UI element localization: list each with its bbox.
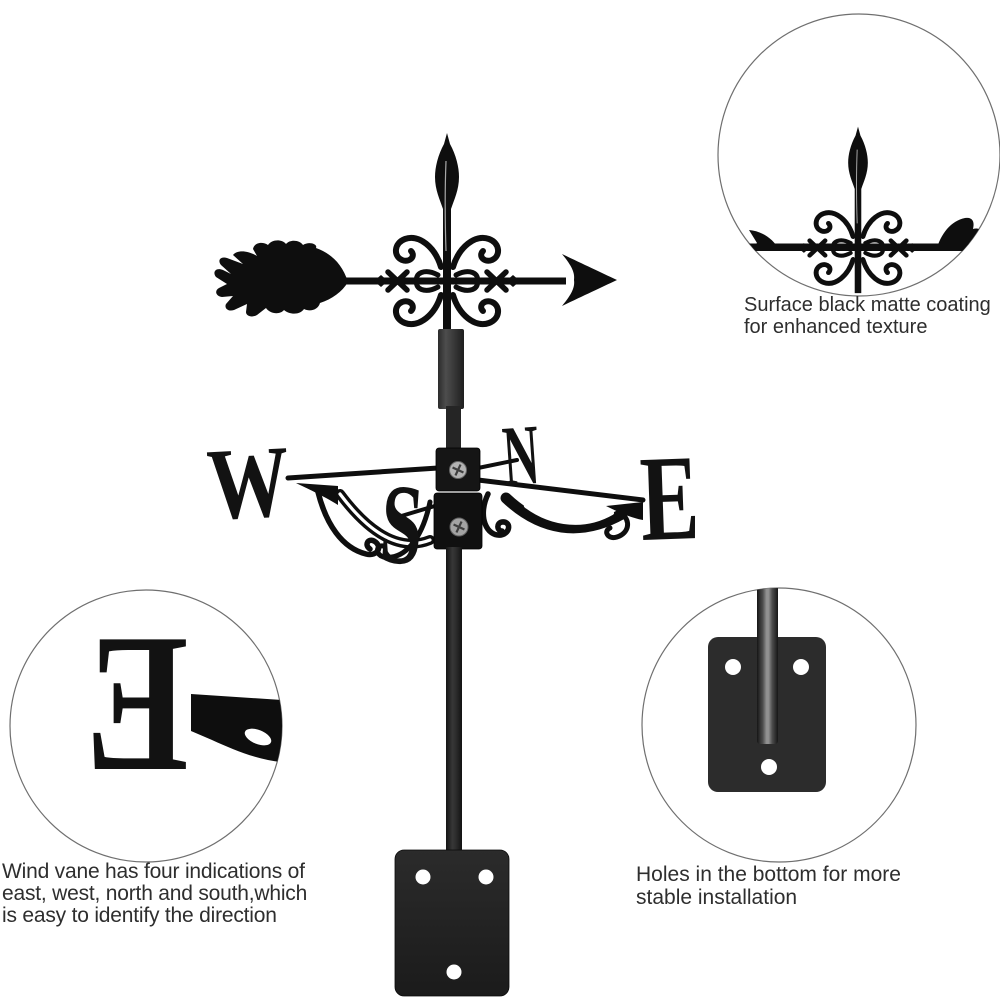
- caption-directions: Wind vane has four indications of east, …: [2, 860, 308, 927]
- detail-plate-hole: [761, 759, 777, 775]
- detail-letter-east-mirrored: E: [85, 594, 188, 813]
- callout-mounting: [641, 587, 917, 863]
- direction-letter-east: E: [638, 429, 701, 566]
- letter-detail-view: E: [85, 594, 282, 813]
- plate-hole: [446, 964, 462, 980]
- main-pole: [446, 547, 462, 852]
- upper-spindle: [446, 406, 461, 450]
- callout-coating: [717, 13, 1000, 297]
- mounting-plate: [394, 849, 510, 997]
- detail-plate-hole: [725, 659, 741, 675]
- arrow-finial-ornament: [374, 133, 520, 336]
- coating-detail-view: [718, 127, 1000, 293]
- weathervane: W N E S: [205, 133, 702, 997]
- pivot-tube: [438, 329, 464, 409]
- detail-plate-hole: [793, 659, 809, 675]
- direction-cross: W N E S: [205, 407, 702, 590]
- mounting-detail-view: [708, 588, 826, 792]
- arrow-feather-tail: [214, 240, 348, 317]
- pivot-hub: [433, 447, 483, 550]
- caption-coating: Surface black matte coating for enhanced…: [744, 294, 991, 338]
- caption-holes: Holes in the bottom for more stable inst…: [636, 863, 901, 909]
- scrollwork: [315, 489, 631, 560]
- arrow-head: [562, 254, 617, 306]
- plate-hole: [415, 869, 431, 885]
- hub-screw-bottom: [449, 517, 469, 537]
- callout-circle-coating: [717, 13, 1000, 297]
- direction-letter-west: W: [205, 424, 292, 541]
- callout-circle-mounting: [641, 587, 917, 863]
- plate-hole: [478, 869, 494, 885]
- hub-screw-top: [449, 461, 467, 479]
- direction-letter-south: S: [376, 460, 427, 590]
- detail-pole: [757, 588, 778, 744]
- callout-direction-letter: E: [9, 589, 283, 863]
- direction-letter-north: N: [500, 407, 543, 505]
